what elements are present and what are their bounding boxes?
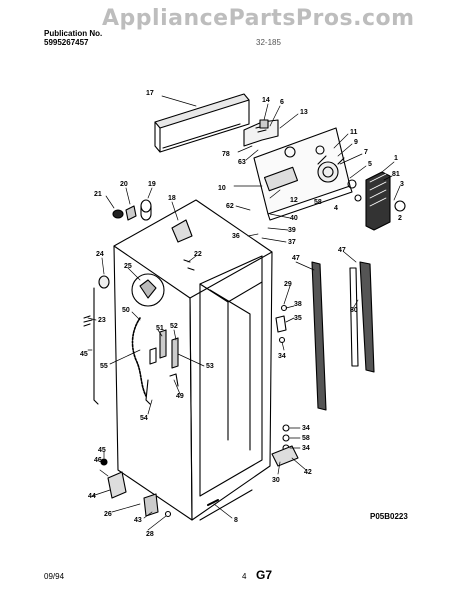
callout-label: 3 bbox=[400, 181, 404, 188]
watermark: AppliancePartsPros.com bbox=[102, 6, 415, 31]
callout-label: 17 bbox=[146, 90, 154, 97]
callout-label: 7 bbox=[364, 149, 368, 156]
callout-label: 28 bbox=[146, 531, 154, 538]
control-housing-part bbox=[347, 171, 406, 231]
wiring-harness-part bbox=[131, 317, 179, 405]
callout-label: 35 bbox=[294, 315, 302, 322]
callout-label: 19 bbox=[148, 181, 156, 188]
callout-label: 10 bbox=[218, 185, 226, 192]
callout-label: 42 bbox=[304, 469, 312, 476]
callout-label: 38 bbox=[294, 301, 302, 308]
callout-label: 11 bbox=[350, 129, 358, 136]
callout-label: 55 bbox=[100, 363, 108, 370]
callout-label: 50 bbox=[122, 307, 130, 314]
callout-label: 80 bbox=[350, 307, 358, 314]
callout-label: 12 bbox=[290, 197, 298, 204]
callout-label: 53 bbox=[206, 363, 214, 370]
callout-label: 18 bbox=[168, 195, 176, 202]
callout-label: 78 bbox=[222, 151, 230, 158]
callout-label: 24 bbox=[96, 251, 104, 258]
callout-label: 54 bbox=[140, 415, 148, 422]
callout-label: 39 bbox=[288, 227, 296, 234]
bottom-hinge-part bbox=[100, 458, 172, 518]
callout-label: 52 bbox=[170, 323, 178, 330]
callout-label: 62 bbox=[226, 203, 234, 210]
callout-label: 34 bbox=[302, 425, 310, 432]
callout-label: 47 bbox=[292, 255, 300, 262]
callout-label: 5 bbox=[368, 161, 372, 168]
callout-label: 1 bbox=[394, 155, 398, 162]
defrost-label-part bbox=[131, 273, 165, 307]
page-number: 4 bbox=[242, 572, 247, 581]
callout-label: 47 bbox=[338, 247, 346, 254]
callout-label: 46 bbox=[94, 457, 102, 464]
hinge-part bbox=[83, 275, 110, 405]
callout-label: 81 bbox=[392, 171, 400, 178]
callout-label: 9 bbox=[354, 139, 358, 146]
callout-label: 2 bbox=[398, 215, 402, 222]
callout-label: 25 bbox=[124, 263, 132, 270]
bracket-part bbox=[243, 119, 279, 147]
control-panel-part bbox=[253, 127, 353, 221]
callout-label: 34 bbox=[278, 353, 286, 360]
callout-label: 40 bbox=[290, 215, 298, 222]
callout-label: 34 bbox=[302, 445, 310, 452]
refrigerator-cabinet bbox=[113, 199, 273, 521]
callout-label: 20 bbox=[120, 181, 128, 188]
callout-label: 23 bbox=[98, 317, 106, 324]
callout-label: 49 bbox=[176, 393, 184, 400]
callout-label: 45 bbox=[98, 447, 106, 454]
model-fragment: 32-185 bbox=[256, 38, 281, 47]
diagram-code: P05B0223 bbox=[370, 512, 408, 521]
callout-label: 6 bbox=[280, 99, 284, 106]
callout-label: 58 bbox=[314, 199, 322, 206]
callout-label: 37 bbox=[288, 239, 296, 246]
callout-label: 13 bbox=[300, 109, 308, 116]
door-gasket-part bbox=[311, 261, 375, 411]
publication-label: Publication No. bbox=[44, 29, 103, 38]
callout-label: 58 bbox=[302, 435, 310, 442]
callout-label: 44 bbox=[88, 493, 96, 500]
publication-number: 5995267457 bbox=[44, 38, 89, 47]
callout-label: 14 bbox=[262, 97, 270, 104]
callout-label: 63 bbox=[238, 159, 246, 166]
callout-label: 30 bbox=[272, 477, 280, 484]
callout-label: 51 bbox=[156, 325, 164, 332]
callout-labels: 17 14 6 13 78 63 11 9 7 5 1 81 3 4 58 12… bbox=[80, 90, 404, 538]
callout-leaders bbox=[87, 95, 401, 531]
callout-label: 22 bbox=[194, 251, 202, 258]
callout-label: 8 bbox=[234, 517, 238, 524]
callout-label: 45 bbox=[80, 351, 88, 358]
callout-label: 29 bbox=[284, 281, 292, 288]
thermostat-dial-part bbox=[317, 155, 345, 183]
section-code: G7 bbox=[256, 568, 273, 582]
callout-label: 21 bbox=[94, 191, 102, 198]
callout-label: 4 bbox=[334, 205, 338, 212]
screw-set-part bbox=[271, 304, 299, 467]
footer-date: 09/94 bbox=[44, 572, 65, 581]
small-fittings-part bbox=[112, 199, 152, 221]
callout-label: 36 bbox=[232, 233, 240, 240]
callout-label: 26 bbox=[104, 511, 112, 518]
callout-label: 43 bbox=[134, 517, 142, 524]
top-cover-part bbox=[154, 93, 250, 153]
